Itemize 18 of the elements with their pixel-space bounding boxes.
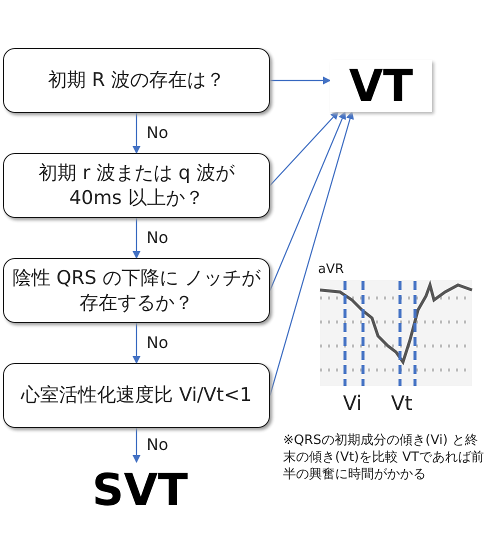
lead-name: aVR — [318, 262, 344, 277]
arrow — [270, 111, 339, 186]
waveform-label: Vi — [343, 391, 362, 415]
arrow — [132, 113, 140, 154]
arrow — [132, 323, 140, 364]
arrow — [132, 218, 140, 259]
question-box: 初期 R 波の存在は？ — [3, 48, 270, 113]
arrow — [132, 428, 140, 463]
question-box: 陰性 QRS の下降に ノッチが存在するか？ — [3, 258, 270, 323]
waveform-label: Vt — [391, 391, 413, 415]
note-text: ※QRSの初期成分の傾き(Vi) と終末の傾き(Vt)を比較 VTであれば前半の興奮に時間がかかる — [283, 432, 486, 483]
arrow — [269, 111, 346, 291]
arrow — [269, 111, 354, 396]
question-box: 初期 r 波または q 波が 40ms 以上か？ — [3, 153, 270, 218]
question-box: 心室活性化速度比 Vi/Vt<1 — [3, 363, 270, 428]
result-box: VT — [330, 60, 432, 112]
arrow — [270, 76, 331, 84]
result-text: SVT — [90, 462, 190, 518]
